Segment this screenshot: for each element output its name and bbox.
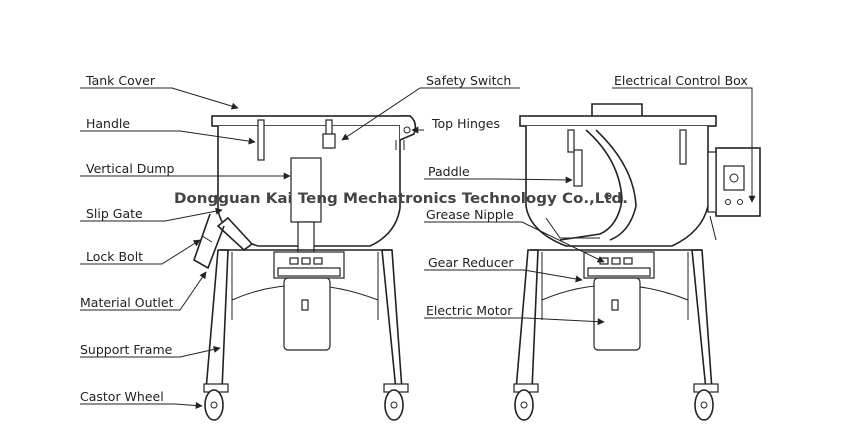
right-tank-body <box>525 126 709 247</box>
labels: Tank Cover Handle Vertical Dump Slip Gat… <box>80 73 748 404</box>
leader-support-frame <box>80 345 221 358</box>
label-slip-gate: Slip Gate <box>86 206 143 221</box>
label-safety-switch: Safety Switch <box>426 73 511 88</box>
left-safety-switch <box>322 133 336 149</box>
leader-lock-bolt <box>80 239 201 265</box>
leader-gear-reducer <box>424 269 583 283</box>
label-grease-nipple: Grease Nipple <box>426 207 514 222</box>
leader-castor-wheel <box>80 402 203 410</box>
left-vertical-dump <box>290 157 322 223</box>
label-paddle: Paddle <box>428 164 470 179</box>
label-lock-bolt: Lock Bolt <box>86 249 143 264</box>
left-tank-cover <box>211 115 411 127</box>
label-control-box: Electrical Control Box <box>614 73 748 88</box>
label-electric-motor: Electric Motor <box>426 303 513 318</box>
leader-material-outlet <box>80 271 207 311</box>
leader-paddle <box>424 176 573 184</box>
left-material-outlet <box>193 213 225 270</box>
left-top-hinge <box>399 115 417 141</box>
right-lid-handle <box>591 103 643 116</box>
label-castor-wheel: Castor Wheel <box>80 389 164 404</box>
left-handle <box>257 119 265 161</box>
label-support-frame: Support Frame <box>80 342 173 357</box>
leader-grease-nipple <box>424 221 605 263</box>
label-material-outlet: Material Outlet <box>80 295 174 310</box>
right-grease-nipple <box>604 192 612 200</box>
label-tank-cover: Tank Cover <box>85 73 156 88</box>
leader-handle <box>80 130 256 145</box>
left-castor-wheel <box>203 383 229 421</box>
label-gear-reducer: Gear Reducer <box>428 255 514 270</box>
leader-control-box <box>612 87 756 203</box>
right-tank-cover <box>519 115 717 127</box>
right-castor-wheel-2 <box>693 383 719 421</box>
watermark-text: Dongguan Kai Teng Mechatronics Technolog… <box>174 191 628 207</box>
right-electric-motor <box>593 277 641 351</box>
right-castor-wheel <box>513 383 539 421</box>
leader-safety-switch <box>341 87 520 141</box>
label-vertical-dump: Vertical Dump <box>86 161 174 176</box>
leader-electric-motor <box>424 317 605 326</box>
leader-lines <box>80 87 756 410</box>
left-support-frame <box>205 249 229 391</box>
left-castor-wheel-2 <box>383 383 409 421</box>
right-mixer-drawing <box>513 103 761 421</box>
right-paddle <box>573 149 583 187</box>
left-electric-motor <box>283 277 331 351</box>
leader-tank-cover <box>80 87 239 110</box>
left-mixer-drawing <box>193 115 417 421</box>
label-top-hinges: Top Hinges <box>431 116 500 131</box>
label-handle: Handle <box>86 116 130 131</box>
leader-slip-gate <box>80 207 223 222</box>
